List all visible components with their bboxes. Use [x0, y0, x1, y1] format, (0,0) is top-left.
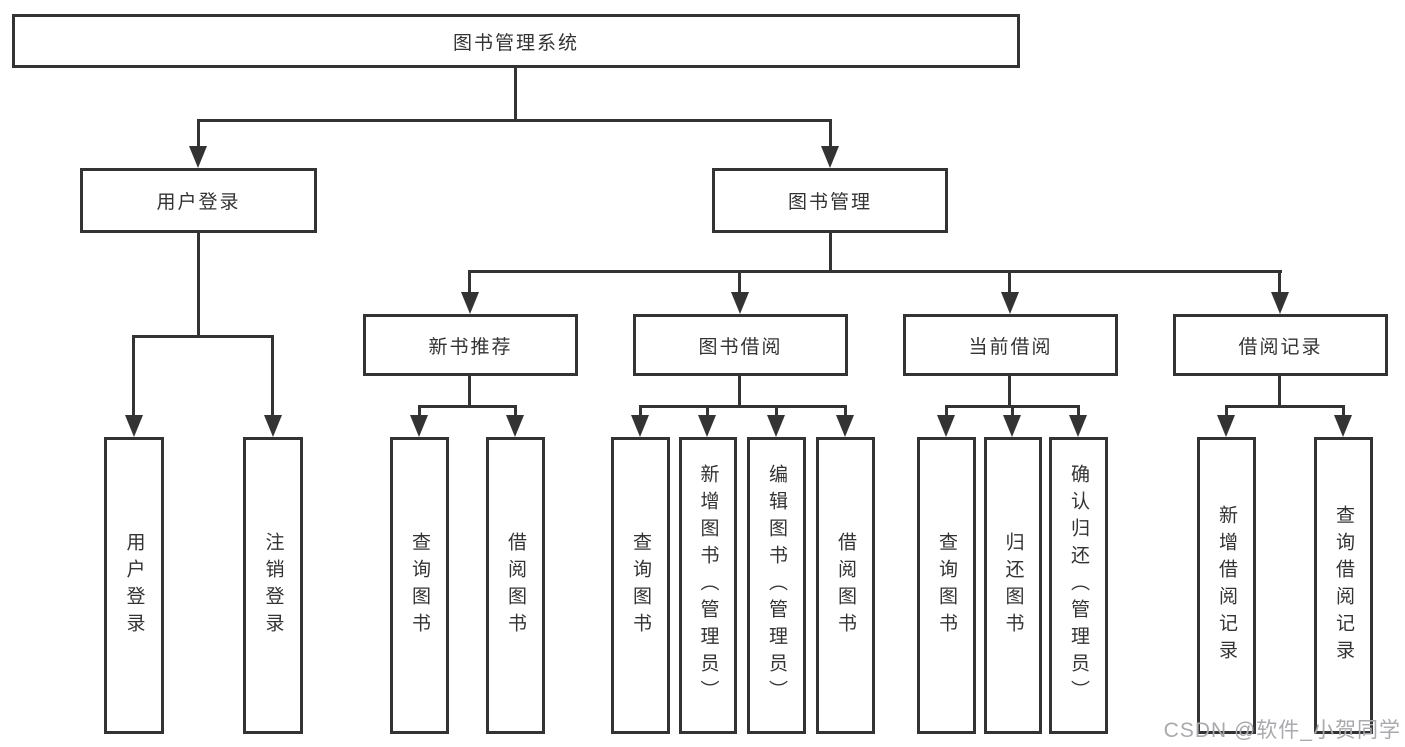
leaf-borrow-books: 借阅图书 — [816, 437, 875, 734]
connector-leaf-stem — [1011, 405, 1014, 415]
node-book-management: 图书管理 — [712, 168, 948, 233]
connector-leaf-stem — [639, 405, 642, 415]
csdn-watermark: CSDN @软件_小贺同学 — [1163, 719, 1401, 742]
connector-new-book-trunk — [468, 376, 471, 407]
arrow-down-icon — [1001, 292, 1019, 314]
node-user-login: 用户登录 — [80, 168, 317, 233]
arrow-down-icon — [1271, 292, 1289, 314]
arrow-down-icon — [698, 415, 716, 437]
connector-book-borrowing-rail — [639, 405, 847, 408]
leaf-query-books: 查询图书 — [611, 437, 670, 734]
connector-root-rail — [197, 119, 832, 122]
leaf-logout-login: 注销登录 — [243, 437, 303, 734]
leaf-confirm-return-admin: 确认归还（管理员） — [1049, 437, 1108, 734]
connector-user-login-trunk — [197, 233, 200, 337]
connector-leaf-stem — [1077, 405, 1080, 415]
node-root-library-system: 图书管理系统 — [12, 14, 1020, 68]
leaf-borrow-books: 借阅图书 — [486, 437, 545, 734]
node-current-borrowing: 当前借阅 — [903, 314, 1118, 376]
arrow-down-icon — [264, 415, 282, 437]
connector-leaf-stem — [775, 405, 778, 415]
node-book-borrowing: 图书借阅 — [633, 314, 848, 376]
connector-to-current-borrowing — [1008, 270, 1011, 292]
leaf-query-books: 查询图书 — [917, 437, 976, 734]
arrow-down-icon — [506, 415, 524, 437]
connector-to-borrowing-records — [1278, 270, 1281, 292]
connector-borrowing-records-rail — [1225, 405, 1345, 408]
connector-leaf-stem — [945, 405, 948, 415]
connector-user-login-rail — [132, 335, 274, 338]
leaf-return-books: 归还图书 — [984, 437, 1042, 734]
leaf-add-borrow-record: 新增借阅记录 — [1197, 437, 1256, 734]
leaf-add-book-admin: 新增图书（管理员） — [679, 437, 737, 734]
connector-to-book-borrowing — [738, 270, 741, 292]
arrow-down-icon — [821, 146, 839, 168]
arrow-down-icon — [125, 415, 143, 437]
connector-to-leaf-logout — [271, 335, 274, 415]
connector-leaf-stem — [1225, 405, 1228, 415]
connector-to-new-book-recommend — [468, 270, 471, 292]
node-new-book-recommend: 新书推荐 — [363, 314, 578, 376]
connector-root-to-book-management — [829, 119, 832, 146]
connector-new-book-rail — [418, 405, 517, 408]
connector-leaf-stem — [844, 405, 847, 415]
connector-leaf-stem — [418, 405, 421, 415]
leaf-query-books: 查询图书 — [390, 437, 449, 734]
connector-borrowing-records-trunk — [1278, 376, 1281, 407]
leaf-query-borrow-record: 查询借阅记录 — [1314, 437, 1373, 734]
connector-leaf-stem — [706, 405, 709, 415]
arrow-down-icon — [189, 146, 207, 168]
connector-book-management-trunk — [829, 233, 832, 272]
arrow-down-icon — [1334, 415, 1352, 437]
arrow-down-icon — [767, 415, 785, 437]
leaf-edit-book-admin: 编辑图书（管理员） — [747, 437, 806, 734]
arrow-down-icon — [631, 415, 649, 437]
connector-root-trunk — [514, 68, 517, 121]
connector-leaf-stem — [1342, 405, 1345, 415]
connector-leaf-stem — [514, 405, 517, 415]
arrow-down-icon — [1217, 415, 1235, 437]
connector-book-management-rail — [468, 270, 1282, 273]
arrow-down-icon — [1003, 415, 1021, 437]
arrow-down-icon — [410, 415, 428, 437]
arrow-down-icon — [1069, 415, 1087, 437]
leaf-user-login: 用户登录 — [104, 437, 164, 734]
arrow-down-icon — [937, 415, 955, 437]
connector-to-leaf-user-login — [132, 335, 135, 415]
arrow-down-icon — [731, 292, 749, 314]
connector-root-to-user-login — [197, 119, 200, 146]
arrow-down-icon — [836, 415, 854, 437]
arrow-down-icon — [461, 292, 479, 314]
connector-book-borrowing-trunk — [738, 376, 741, 407]
connector-current-borrowing-trunk — [1008, 376, 1011, 407]
node-borrowing-records: 借阅记录 — [1173, 314, 1388, 376]
